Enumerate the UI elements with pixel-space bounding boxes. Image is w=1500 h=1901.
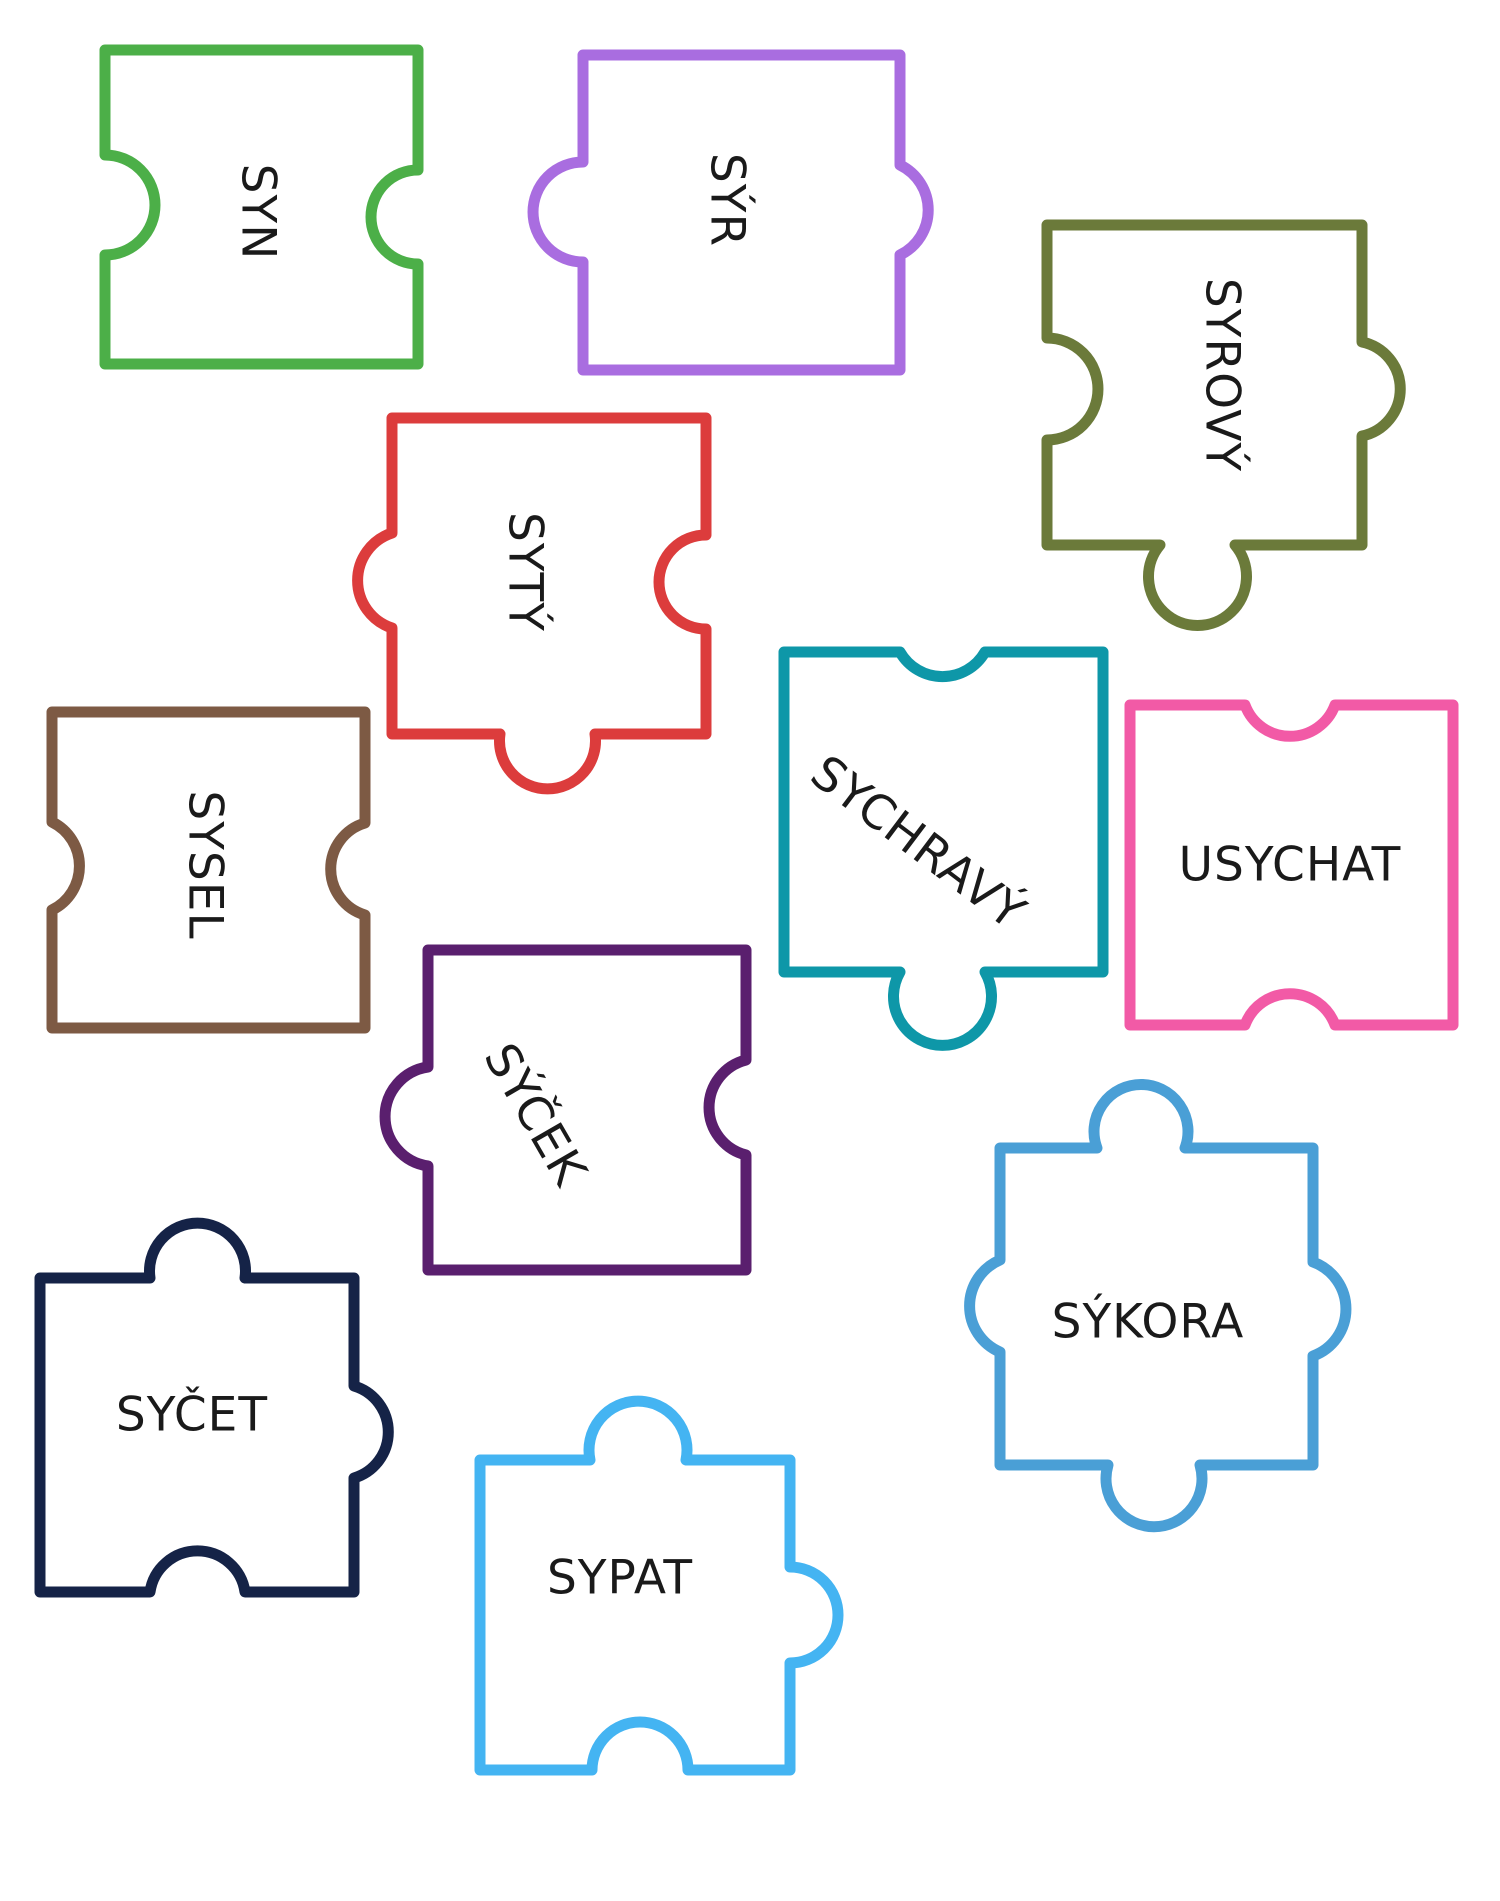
puzzle-piece-sychravy: SYCHRAVÝ bbox=[778, 646, 1109, 1051]
piece-outline bbox=[964, 1078, 1352, 1533]
piece-word: SYSEL bbox=[178, 790, 233, 939]
piece-word: SÝČEK bbox=[473, 1034, 598, 1195]
piece-outline bbox=[352, 412, 712, 795]
piece-outline bbox=[34, 1217, 394, 1598]
piece-word: SYCHRAVÝ bbox=[800, 745, 1035, 941]
piece-outline bbox=[46, 706, 371, 1034]
piece-outline bbox=[527, 49, 934, 376]
piece-outline bbox=[99, 44, 424, 370]
piece-word: SYPAT bbox=[547, 1551, 693, 1606]
puzzle-piece-sycek: SÝČEK bbox=[379, 944, 752, 1276]
puzzle-piece-sycet: SYČET bbox=[34, 1217, 394, 1598]
piece-word: SYTÝ bbox=[498, 512, 553, 632]
piece-word: SYČET bbox=[116, 1388, 268, 1443]
piece-word: SÝR bbox=[700, 153, 755, 247]
piece-outline bbox=[778, 646, 1109, 1051]
piece-outline bbox=[1124, 699, 1459, 1031]
puzzle-piece-syn: SYN bbox=[99, 44, 424, 370]
puzzle-piece-sysel: SYSEL bbox=[46, 706, 371, 1034]
piece-word: SYROVÝ bbox=[1195, 278, 1250, 472]
puzzle-piece-syty: SYTÝ bbox=[352, 412, 712, 795]
puzzle-piece-syr: SÝR bbox=[527, 49, 934, 376]
piece-outline bbox=[474, 1395, 844, 1776]
piece-outline bbox=[379, 944, 752, 1276]
piece-word: SYN bbox=[231, 164, 286, 261]
piece-word: SÝKORA bbox=[1052, 1295, 1245, 1350]
piece-word: USYCHAT bbox=[1179, 838, 1402, 893]
puzzle-piece-usychat: USYCHAT bbox=[1124, 699, 1459, 1031]
puzzle-piece-sykora: SÝKORA bbox=[964, 1078, 1352, 1533]
puzzle-piece-sypat: SYPAT bbox=[474, 1395, 844, 1776]
puzzle-piece-syrovy: SYROVÝ bbox=[1041, 219, 1406, 631]
piece-outline bbox=[1041, 219, 1406, 631]
